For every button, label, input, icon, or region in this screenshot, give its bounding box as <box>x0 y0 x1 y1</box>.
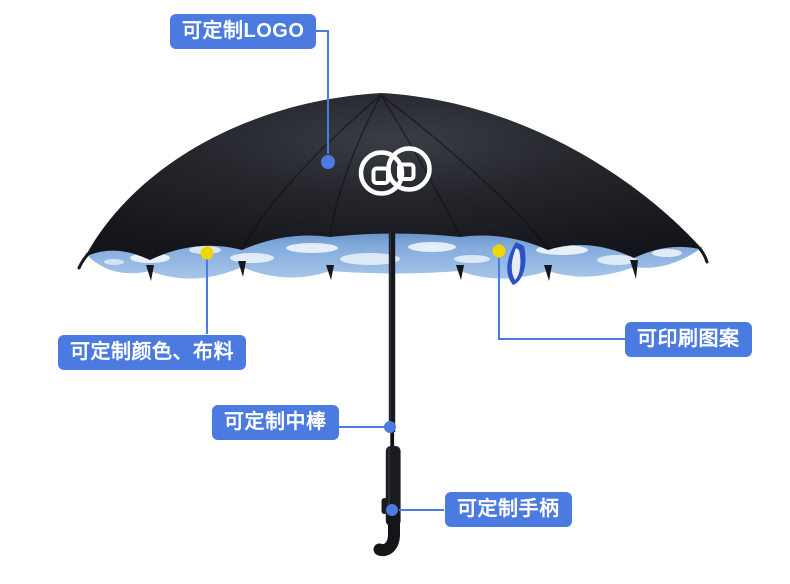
cloud <box>340 253 400 265</box>
cloud <box>597 255 637 265</box>
callout-label-handle: 可定制手柄 <box>445 492 572 527</box>
umbrella-handle <box>373 446 401 557</box>
callout-label-fabric: 可定制颜色、布料 <box>58 335 246 370</box>
cloud <box>652 249 682 257</box>
brand-logo-icon <box>358 146 432 196</box>
callout-dot-fabric <box>200 246 214 260</box>
cloud <box>454 255 490 263</box>
cloud <box>230 253 274 263</box>
tie-strap <box>507 242 526 285</box>
callout-dot-shaft <box>384 421 396 433</box>
callout-label-shaft: 可定制中棒 <box>212 405 339 440</box>
canopy-seams <box>241 94 549 250</box>
callout-dot-handle <box>386 504 398 516</box>
callout-dot-print <box>492 244 506 258</box>
umbrella-canopy <box>85 93 703 260</box>
cloud <box>408 242 456 252</box>
cloud <box>286 243 338 253</box>
callout-label-print: 可印刷图案 <box>625 322 752 357</box>
callout-line-print <box>498 258 625 340</box>
right-rib-tip <box>698 247 709 264</box>
rib-tips <box>146 260 638 281</box>
cloud <box>104 259 124 265</box>
callout-dot-logo <box>321 155 335 169</box>
callout-label-logo: 可定制LOGO <box>170 14 317 49</box>
umbrella-shaft <box>388 232 396 448</box>
